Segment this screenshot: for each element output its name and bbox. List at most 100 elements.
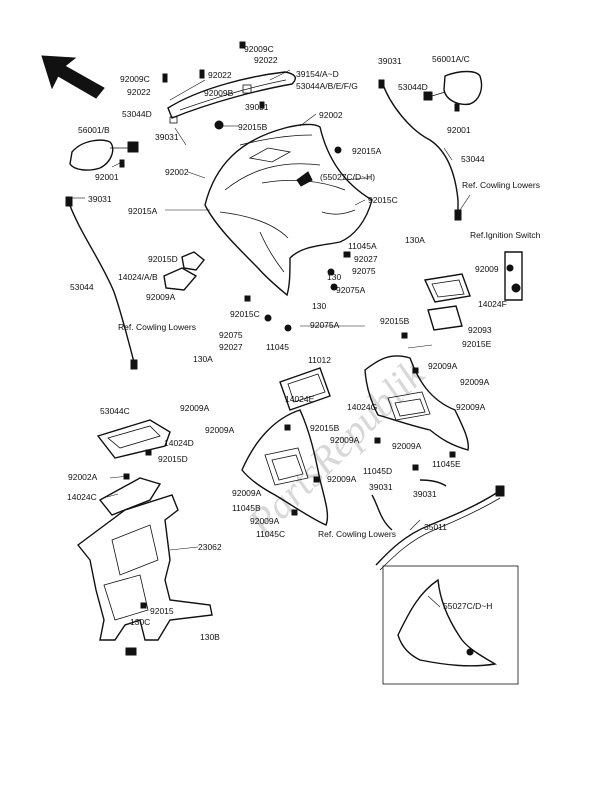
fastener-icon-2 [327,268,335,276]
part-label: 130A [405,235,425,245]
part-label: 92002 [319,110,343,120]
part-label: 53044A/B/E/F/G [296,81,358,91]
part-label: 130 [312,301,326,311]
part-label: 14024E [285,394,315,404]
part-label: 14024C [67,492,97,502]
inner-panel-right-part [364,355,470,451]
part-label: 92022 [254,55,278,65]
part-label: 55027C/D~H [443,601,492,611]
part-label: 39031 [155,132,179,142]
part-label: 92002 [165,167,189,177]
part-label: (55027C/D~H) [320,172,375,182]
part-label: 92009A [327,474,357,484]
fastener-icon-16 [145,449,152,456]
part-label: 92001 [95,172,119,182]
screw-icon-top-2 [162,73,168,83]
part-label: 39031 [369,482,393,492]
screw-icon-top-3 [199,69,205,79]
fastener-icon-1 [334,146,342,154]
part-label: 92075 [219,330,243,340]
part-label: 92009C [120,74,150,84]
ref-cowling-lowers-label: Ref. Cowling Lowers [318,529,396,539]
part-label: 92022 [208,70,232,80]
fastener-icon-14 [374,437,381,444]
part-label: 11045D [363,466,392,476]
fastener-icon-15 [412,464,419,471]
windshield-part [167,71,297,130]
fastener-icon-4 [343,251,351,258]
clip-left-part [163,251,205,291]
part-label: 92009A [456,402,486,412]
fastener-icon-8 [401,332,408,339]
part-label: 11045B [232,503,261,513]
screw-icon-top-1 [239,41,246,49]
fastener-icon-10 [449,451,456,458]
ref-ignition-switch-label: Ref.Ignition Switch [470,230,541,240]
part-label: 92009A [330,435,360,445]
ref-cowling-lowers-label: Ref. Cowling Lowers [118,322,196,332]
duct-hose-part [375,485,505,571]
part-label: 92015B [310,423,340,433]
part-label: 92001 [447,125,471,135]
part-label: 14024/A/B [118,272,158,282]
part-label: 35011 [424,522,447,532]
part-label: 92015B [380,316,410,326]
part-label: 92015A [128,206,158,216]
part-label: 92009A [250,516,280,526]
part-label: 53044 [70,282,94,292]
cable-small-part [371,479,447,531]
part-label: 92027 [354,254,378,264]
part-label: 14024F [478,299,507,309]
part-label: 92015E [462,339,492,349]
cable-left-part [65,196,138,370]
direction-arrow-icon [41,55,105,99]
part-label: 39031 [88,194,112,204]
part-label: 11045A [348,241,377,251]
part-label: 14024G [347,402,377,412]
part-label: 92009B [204,88,234,98]
part-label: 92015D [148,254,178,264]
part-label: 130C [130,617,150,627]
part-label: 92015B [238,122,268,132]
part-label: 92009A [392,441,422,451]
part-label: 11045 [266,342,289,352]
part-label: 92015 [150,606,174,616]
fastener-icon-3 [330,283,338,291]
part-label: 92075A [336,285,366,295]
part-label: 92015D [158,454,188,464]
part-label: 53044C [100,406,130,416]
part-label: 92022 [127,87,151,97]
fastener-icon-12 [313,476,320,483]
part-label: 56001/B [78,125,110,135]
part-label: 53044D [398,82,428,92]
part-label: 39154/A~D [296,69,339,79]
fastener-icon-17 [140,602,147,609]
fastener-icon-5 [264,314,272,322]
part-label: 92093 [468,325,492,335]
part-label: 92075A [310,320,340,330]
inset-detail-box [382,565,519,685]
part-label: 53044D [122,109,152,119]
cable-right-part [378,79,462,221]
fastener-icon-11 [284,424,291,431]
part-label: 14024D [164,438,194,448]
fastener-icon-7 [244,295,251,302]
meter-panel-part [96,419,171,516]
right-mirror-part [423,70,483,112]
fastener-icon-9 [412,367,419,374]
part-label: 92015C [368,195,398,205]
upper-cowling-part [204,123,373,297]
cover-14024f-part [423,273,471,331]
part-label: 92009A [428,361,458,371]
ref-cowling-lowers-label: Ref. Cowling Lowers [462,180,540,190]
part-label: 11045E [432,459,461,469]
inner-panel-part [279,367,331,411]
inner-panel-center-part [241,409,329,526]
part-label: 53044 [461,154,485,164]
part-label: 39031 [413,489,437,499]
ignition-switch-part [504,251,523,301]
part-label: 92075 [352,266,376,276]
part-label: 130 [327,272,341,282]
part-label: 11012 [308,355,331,365]
